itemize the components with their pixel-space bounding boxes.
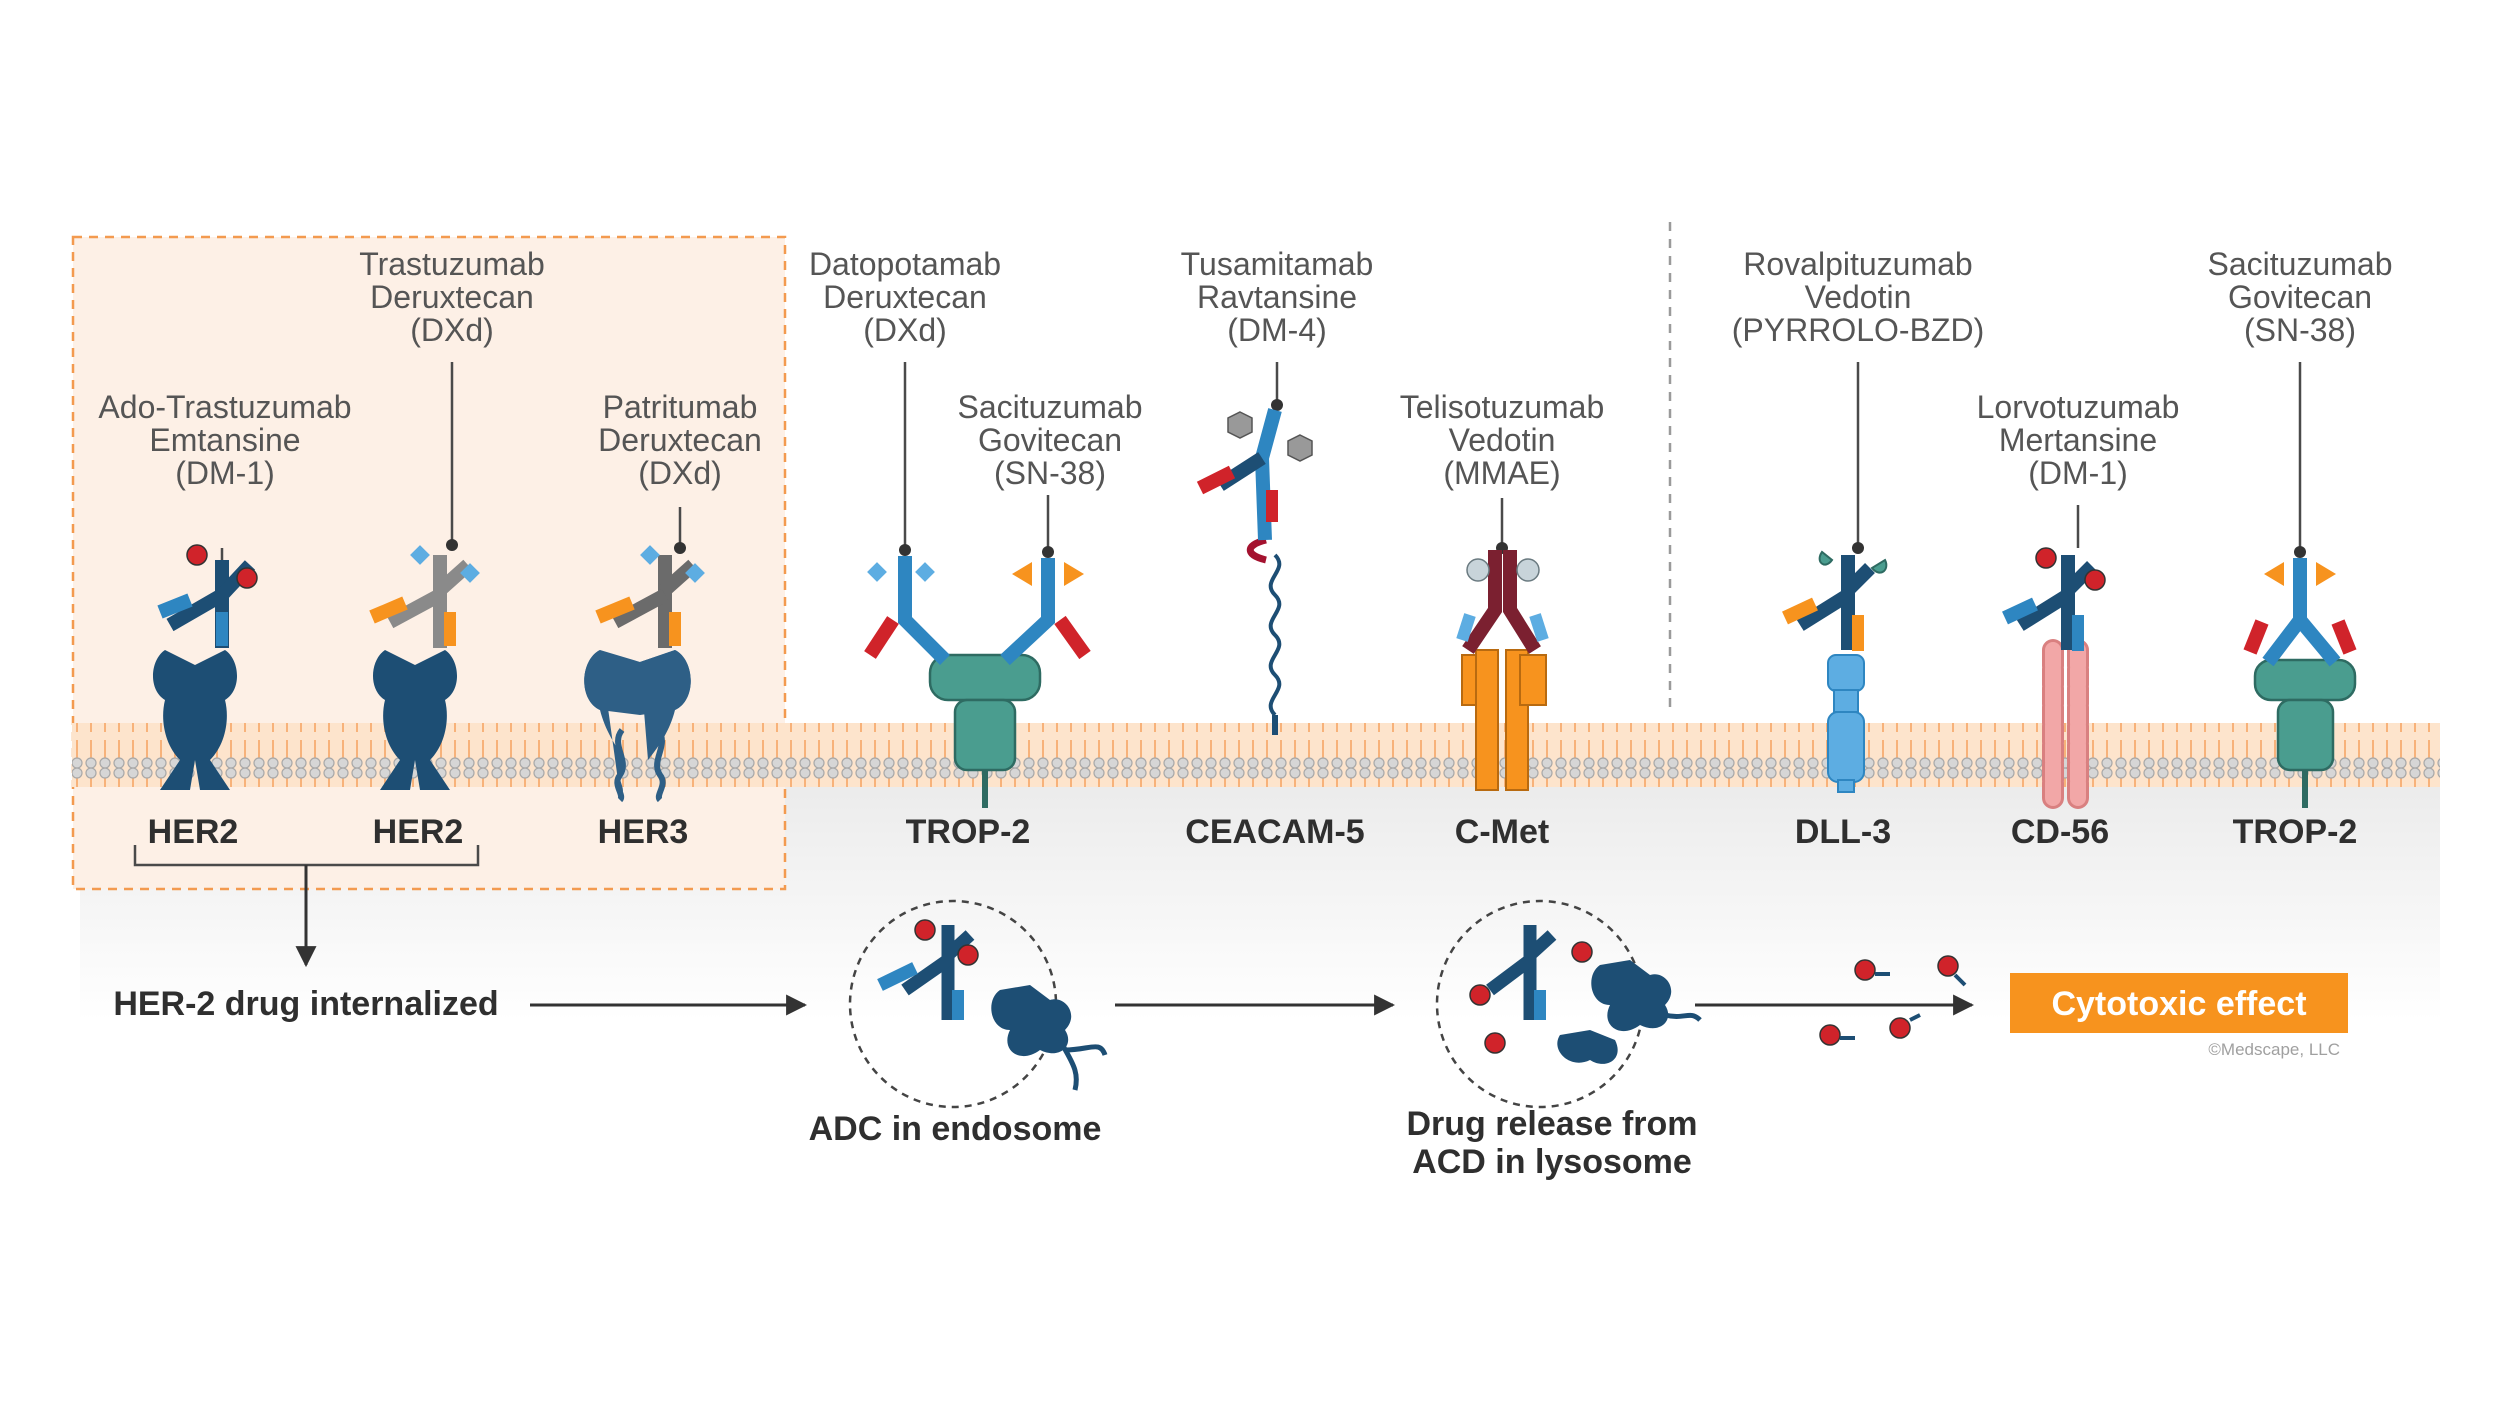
her2-receptor-1	[152, 650, 238, 790]
adc-datopotamab	[864, 362, 950, 665]
drug-label-sacituzumab-left: Sacituzumab Govitecan (SN-38)	[958, 389, 1143, 491]
svg-text:Sacituzumab: Sacituzumab	[2208, 246, 2393, 282]
receptor-label-her2-2: HER2	[373, 813, 464, 851]
svg-text:Vedotin: Vedotin	[1805, 279, 1912, 315]
receptor-label-trop2-left: TROP-2	[906, 813, 1031, 851]
lysosome-circle	[1435, 899, 1702, 1109]
svg-text:(PYRROLO-BZD): (PYRROLO-BZD)	[1732, 312, 1984, 348]
adc-lorvotuzumab	[2002, 505, 2106, 651]
adc-tusamitamab	[1196, 362, 1313, 541]
svg-text:Govitecan: Govitecan	[2228, 279, 2372, 315]
drug-label-tusamitamab: Tusamitamab Ravtansine (DM-4)	[1181, 246, 1374, 348]
svg-text:(DM-4): (DM-4)	[1227, 312, 1327, 348]
cytotoxic-box	[2010, 973, 2348, 1033]
drug-label-sacituzumab-right: Sacituzumab Govitecan (SN-38)	[2208, 246, 2393, 348]
adc-sacituzumab-right	[2243, 362, 2357, 667]
ceacam5-receptor	[1246, 536, 1282, 735]
released-payloads	[1819, 955, 1967, 1046]
trop2-receptor-right	[2253, 658, 2357, 808]
her3-receptor	[584, 650, 691, 803]
receptor-label-her3: HER3	[598, 813, 689, 851]
svg-text:Mertansine: Mertansine	[1999, 422, 2157, 458]
drug-label-patritumab: Patritumab Deruxtecan (DXd)	[598, 389, 762, 491]
receptor-label-dll3: DLL-3	[1795, 813, 1891, 851]
svg-text:Ravtansine: Ravtansine	[1197, 279, 1357, 315]
svg-text:Emtansine: Emtansine	[149, 422, 300, 458]
trop2-receptor-left	[928, 653, 1042, 808]
svg-text:Rovalpituzumab: Rovalpituzumab	[1743, 246, 1972, 282]
receptor-label-cd56: CD-56	[2011, 813, 2109, 851]
svg-text:Deruxtecan: Deruxtecan	[823, 279, 987, 315]
adc-sacituzumab-left	[1000, 495, 1091, 666]
svg-text:Trastuzumab: Trastuzumab	[359, 246, 545, 282]
flow-label-drug-release-1: Drug release from	[1407, 1105, 1698, 1143]
svg-text:Patritumab: Patritumab	[603, 389, 758, 425]
svg-text:(DXd): (DXd)	[638, 455, 722, 491]
svg-text:(DM-1): (DM-1)	[175, 455, 275, 491]
flow-label-drug-release-2: ACD in lysosome	[1412, 1143, 1692, 1181]
receptor-label-trop2-right: TROP-2	[2233, 813, 2358, 851]
flow-label-adc-endosome: ADC in endosome	[809, 1110, 1102, 1148]
receptor-label-cmet: C-Met	[1455, 813, 1549, 851]
svg-text:Deruxtecan: Deruxtecan	[370, 279, 534, 315]
svg-text:Tusamitamab: Tusamitamab	[1181, 246, 1374, 282]
drug-label-datopotamab: Datopotamab Deruxtecan (DXd)	[809, 246, 1001, 348]
svg-text:Deruxtecan: Deruxtecan	[598, 422, 762, 458]
endosome-circle	[848, 899, 1108, 1109]
svg-text:Ado-Trastuzumab: Ado-Trastuzumab	[98, 389, 351, 425]
drug-label-telisotuzumab: Telisotuzumab Vedotin (MMAE)	[1400, 389, 1605, 491]
svg-text:Govitecan: Govitecan	[978, 422, 1122, 458]
cytotoxic-label: Cytotoxic effect	[2051, 985, 2306, 1023]
adc-rovalpituzumab	[1782, 362, 1888, 651]
her2-receptor-2	[372, 650, 458, 790]
adc-ado-trastuzumab	[157, 544, 258, 648]
svg-text:(DM-1): (DM-1)	[2028, 455, 2128, 491]
drug-label-trastuzumab-deruxtecan: Trastuzumab Deruxtecan (DXd)	[359, 246, 545, 348]
copyright: ©Medscape, LLC	[2208, 1040, 2340, 1059]
drug-label-ado-trastuzumab: Ado-Trastuzumab Emtansine (DM-1)	[98, 389, 351, 491]
svg-text:Lorvotuzumab: Lorvotuzumab	[1977, 389, 2180, 425]
adc-patritumab	[595, 507, 705, 648]
svg-text:(DXd): (DXd)	[863, 312, 947, 348]
dll3-receptor	[1827, 654, 1865, 793]
svg-text:Vedotin: Vedotin	[1449, 422, 1556, 458]
adc-telisotuzumab	[1456, 498, 1549, 654]
adc-trastuzumab-deruxtecan	[369, 362, 480, 648]
drug-label-rovalpituzumab: Rovalpituzumab Vedotin (PYRROLO-BZD)	[1732, 246, 1984, 348]
flow-label-her2-internalized: HER-2 drug internalized	[113, 985, 498, 1023]
cd56-receptor	[2042, 639, 2089, 809]
drug-label-lorvotuzumab: Lorvotuzumab Mertansine (DM-1)	[1977, 389, 2180, 491]
svg-text:(DXd): (DXd)	[410, 312, 494, 348]
svg-text:Sacituzumab: Sacituzumab	[958, 389, 1143, 425]
svg-text:(SN-38): (SN-38)	[994, 455, 1106, 491]
svg-text:Telisotuzumab: Telisotuzumab	[1400, 389, 1605, 425]
receptor-label-ceacam5: CEACAM-5	[1185, 813, 1364, 851]
receptor-label-her2-1: HER2	[148, 813, 239, 851]
svg-text:Datopotamab: Datopotamab	[809, 246, 1001, 282]
cmet-receptor	[1461, 649, 1547, 791]
svg-text:(MMAE): (MMAE)	[1443, 455, 1560, 491]
svg-text:(SN-38): (SN-38)	[2244, 312, 2356, 348]
